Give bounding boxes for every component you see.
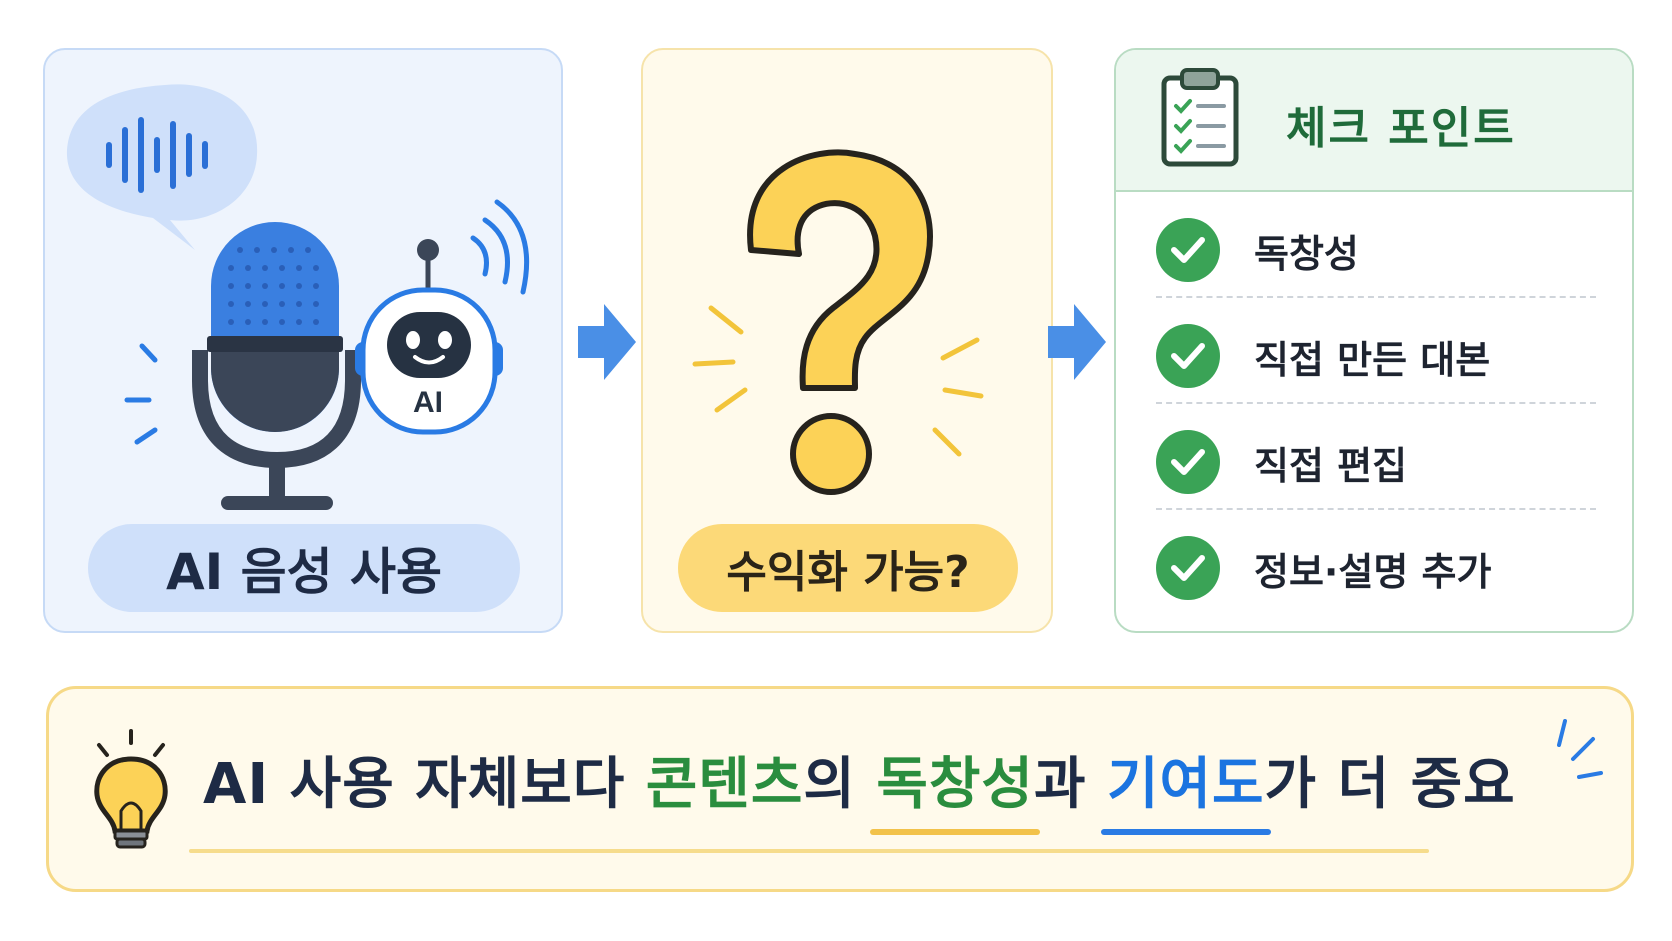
key-message: AI 사용 자체보다 콘텐츠의 독창성과 기여도가 더 중요 xyxy=(203,739,1516,820)
lightbulb-icon xyxy=(94,729,168,849)
checkpoint-item-label: 직접 편집 xyxy=(1254,443,1408,488)
sound-wave-icon xyxy=(66,84,258,250)
robot-badge-text: AI xyxy=(413,386,443,419)
question-mark-icon xyxy=(692,149,984,495)
checkpoint-item-label: 독창성 xyxy=(1254,231,1359,276)
sparkle-icon xyxy=(1557,719,1603,779)
checkpoint-item-label: 정보·설명 추가 xyxy=(1254,549,1492,594)
ai-voice-panel: AI AI 음성 사용 xyxy=(43,48,563,633)
check-icon xyxy=(1156,536,1220,600)
monetization-label: 수익화 가능? xyxy=(678,524,1018,612)
highlight-originality: 독창성 xyxy=(876,752,1034,817)
checkpoint-panel: 체크 포인트 독창성 직접 만든 대본 직접 편집 정보·설명 추가 xyxy=(1114,48,1634,633)
divider xyxy=(1156,296,1596,298)
checkpoint-item: 정보·설명 추가 xyxy=(1156,528,1596,608)
checkpoint-item-label: 직접 만든 대본 xyxy=(1254,337,1491,382)
key-message-banner: AI 사용 자체보다 콘텐츠의 독창성과 기여도가 더 중요 xyxy=(46,686,1634,892)
divider xyxy=(1156,508,1596,510)
ai-voice-label: AI 음성 사용 xyxy=(88,524,520,612)
message-text: AI 사용 자체보다 xyxy=(203,752,646,817)
signal-icon xyxy=(470,199,530,295)
arrow-right-icon xyxy=(1048,304,1106,380)
divider xyxy=(1156,402,1596,404)
checkpoint-title: 체크 포인트 xyxy=(1286,103,1516,154)
microphone-icon xyxy=(124,222,361,510)
robot-icon xyxy=(355,239,503,435)
message-text: 과 xyxy=(1033,752,1107,817)
message-text: 가 더 중요 xyxy=(1264,752,1516,817)
message-text: 의 xyxy=(803,752,877,817)
checkpoint-header: 체크 포인트 xyxy=(1116,50,1632,192)
arrow-right-icon xyxy=(578,304,636,380)
check-icon xyxy=(1156,218,1220,282)
highlight-contribution: 기여도 xyxy=(1106,752,1265,817)
monetization-panel: 수익화 가능? xyxy=(641,48,1053,633)
ai-voice-illustration: AI xyxy=(66,84,530,510)
checkpoint-item: 독창성 xyxy=(1156,210,1596,290)
check-icon xyxy=(1156,324,1220,388)
clipboard-icon xyxy=(1161,68,1239,167)
checkpoint-item: 직접 만든 대본 xyxy=(1156,316,1596,396)
checkpoint-item: 직접 편집 xyxy=(1156,422,1596,502)
highlight-content: 콘텐츠 xyxy=(645,752,804,817)
check-icon xyxy=(1156,430,1220,494)
banner-underline xyxy=(189,849,1429,853)
